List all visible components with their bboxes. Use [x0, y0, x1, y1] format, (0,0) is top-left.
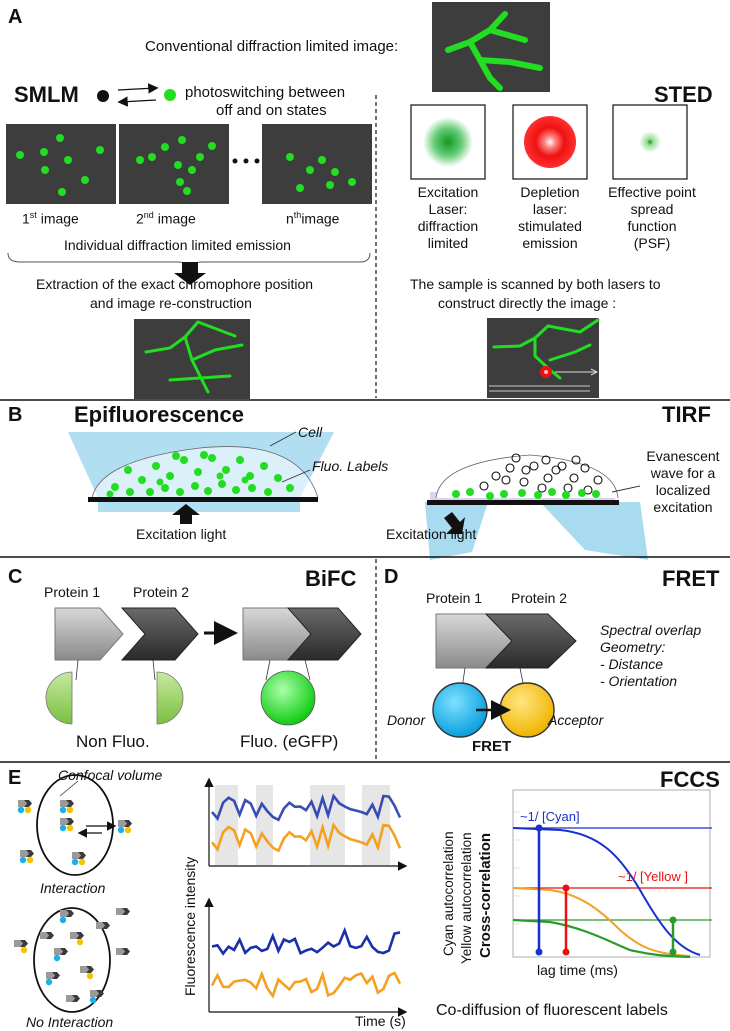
fret-title: FRET	[662, 566, 720, 591]
individual-emission: Individual diffraction limited emission	[64, 237, 291, 253]
extraction-line1: Extraction of the exact chromophore posi…	[36, 276, 314, 292]
trace-top-shading	[215, 785, 390, 865]
correlation-plot-frame	[512, 789, 711, 958]
panel-c-letter: C	[8, 566, 23, 588]
smlm-image-2	[119, 124, 229, 204]
tirf-unexcited	[479, 453, 603, 495]
interaction-label: Interaction	[40, 880, 106, 896]
reconstructed-filament	[144, 320, 244, 394]
photoswitching-line2: off and on states	[216, 102, 327, 119]
tirf-excitation-arrow	[444, 512, 465, 534]
sted-scan-line2: construct directly the image :	[438, 295, 617, 311]
sted-filament	[492, 318, 600, 380]
curve-cross	[512, 918, 691, 959]
smlm-down-arrow	[174, 262, 206, 285]
interacting-molecules	[17, 800, 132, 866]
cyan-concentration-label: ~1/ [Cyan]	[520, 809, 580, 824]
cell-label: Cell	[298, 424, 323, 440]
epi-excitation-arrow	[172, 504, 200, 524]
cross-correlation-axis: Cross-correlation	[477, 832, 494, 958]
tirf-excited	[452, 488, 600, 500]
tirf-cell	[435, 454, 619, 499]
excitation-light-left: Excitation light	[136, 526, 227, 542]
yellow-autocorrelation-axis: Yellow autocorrelation	[459, 832, 474, 964]
sted-scan-line1: The sample is scanned by both lasers to	[410, 276, 661, 292]
epi-cell	[91, 446, 319, 499]
extraction-line2: and image re-construction	[90, 295, 252, 311]
panel-e-letter: E	[8, 767, 22, 789]
bifc-protein-1	[54, 607, 124, 661]
bifc-title: BiFC	[305, 566, 357, 591]
epi-slide	[88, 497, 318, 502]
smlm-title: SMLM	[14, 82, 79, 107]
panel-e	[14, 774, 712, 1017]
correlation-gridlines	[513, 811, 520, 925]
fret-acceptor	[499, 682, 555, 738]
bifc-complex-right	[286, 607, 362, 661]
epi-title: Epifluorescence	[74, 402, 244, 427]
bifc-protein-2	[120, 607, 199, 661]
fluo-label: Fluo. (eGFP)	[240, 732, 339, 751]
conventional-label: Conventional diffraction limited image:	[145, 38, 399, 55]
fluorescence-intensity-axis: Fluorescence intensity	[182, 856, 198, 996]
free-molecules	[14, 908, 130, 1004]
curve-cyan	[512, 827, 701, 956]
panel-a	[0, 2, 730, 401]
fluo-labels: Fluo. Labels	[312, 458, 389, 474]
photoswitching-line1: photoswitching between	[185, 84, 346, 101]
confocal-volume-no-interaction	[33, 907, 111, 1013]
fret-protein-2-label: Protein 2	[511, 590, 568, 606]
panel-d-letter: D	[384, 566, 399, 588]
no-interaction-label: No Interaction	[26, 1014, 114, 1030]
confocal-volume-label: Confocal volume	[58, 767, 163, 783]
lag-time-axis: lag time (ms)	[537, 962, 618, 978]
bifc-protein-2-label: Protein 2	[133, 584, 190, 600]
bifc-protein-1-label: Protein 1	[44, 584, 101, 600]
trace-cyan-no-interaction	[211, 926, 401, 956]
trace-cyan-interaction	[211, 793, 402, 822]
trace-yellow-interaction	[210, 822, 402, 853]
panel-d	[0, 613, 730, 763]
conventional-filament	[445, 11, 543, 91]
panel-a-letter: A	[8, 6, 23, 28]
bifc-half-left	[45, 671, 73, 725]
off-state-dot	[97, 90, 109, 102]
time-axis: Time (s)	[355, 1013, 406, 1029]
panel-c	[45, 559, 377, 762]
fccs-title: FCCS	[660, 767, 720, 792]
bifc-egfp	[260, 670, 316, 726]
panel-b	[0, 431, 730, 560]
cyan-autocorrelation-axis: Cyan autocorrelation	[441, 831, 456, 956]
excitation-light-right: Excitation light	[386, 526, 477, 542]
smlm-image-n	[262, 124, 372, 204]
panel-b-letter: B	[8, 404, 23, 426]
fret-protein-2	[484, 613, 577, 669]
tirf-light-right	[540, 502, 648, 560]
bifc-half-right	[156, 671, 184, 725]
trace-yellow-no-interaction	[210, 970, 402, 999]
smlm-points	[16, 134, 356, 196]
on-state-dot	[164, 89, 176, 101]
ellipsis-dots	[232, 158, 260, 164]
codiffusion-caption: Co-diffusion of fluorescent labels	[436, 1002, 668, 1019]
yellow-concentration-label: ~1/ [Yellow ]	[618, 869, 688, 884]
non-fluo-label: Non Fluo.	[76, 732, 150, 751]
smlm-image-n-label: nthimage	[286, 210, 340, 227]
smlm-image-1-label: 1st image	[22, 210, 79, 227]
epi-labels	[106, 451, 294, 498]
acceptor-label: Acceptor	[548, 712, 604, 728]
smlm-image-2-label: 2nd image	[136, 210, 196, 227]
sted-title: STED	[654, 82, 713, 107]
tirf-slide	[427, 500, 619, 505]
donor-label: Donor	[387, 712, 426, 728]
tirf-title: TIRF	[662, 402, 711, 427]
fret-arrow-label: FRET	[472, 738, 512, 755]
fret-protein-1-label: Protein 1	[426, 590, 483, 606]
